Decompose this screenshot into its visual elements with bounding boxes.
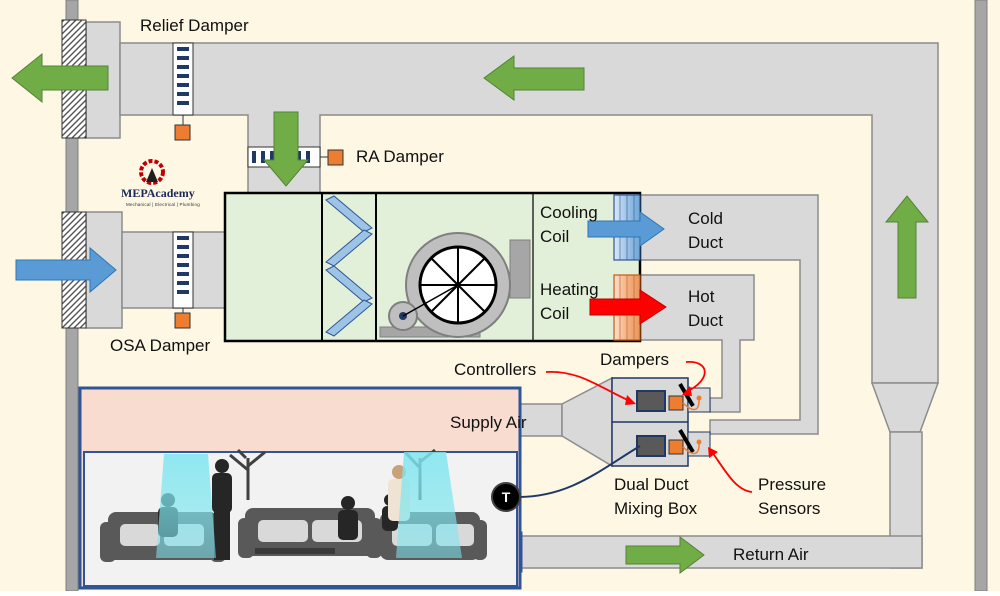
dampers-label: Dampers bbox=[600, 350, 669, 369]
filter-icon bbox=[325, 195, 373, 337]
pressure-sensors-label: Pressure Sensors bbox=[758, 475, 827, 518]
pressure-sensors-pointer bbox=[711, 451, 753, 493]
left-arrow-icon bbox=[11, 52, 109, 104]
down-arrow-icon bbox=[262, 111, 310, 187]
thermostat-label: T bbox=[501, 489, 511, 505]
right-wall bbox=[974, 0, 988, 592]
osa-damper bbox=[172, 231, 194, 329]
controllers-label: Controllers bbox=[454, 360, 537, 379]
supply-air-label: Supply Air bbox=[450, 413, 527, 432]
return-duct bbox=[519, 382, 940, 569]
dampers-pointer bbox=[685, 361, 706, 393]
hot-duct-label: Hot Duct bbox=[688, 287, 723, 330]
fan-icon bbox=[379, 232, 531, 338]
right-arrow-icon bbox=[587, 211, 665, 247]
right-arrow-icon bbox=[625, 536, 705, 574]
left-arrow-icon bbox=[483, 55, 585, 101]
gear-logo-icon bbox=[139, 159, 165, 185]
right-arrow-icon bbox=[589, 289, 667, 325]
osa-damper-label: OSA Damper bbox=[110, 336, 211, 355]
thermostat-icon bbox=[491, 482, 521, 512]
controllers-pointer bbox=[545, 371, 633, 403]
cold-duct bbox=[639, 194, 819, 435]
logo-name: MEPAcademy bbox=[121, 186, 195, 200]
relief-damper bbox=[172, 42, 194, 141]
heating-coil-label: Heating Coil bbox=[540, 280, 599, 323]
thermostat-wire bbox=[517, 445, 641, 498]
mixing-box-label: Dual Duct Mixing Box bbox=[614, 475, 698, 518]
up-arrow-icon bbox=[884, 195, 930, 299]
supply-airflow-right bbox=[396, 452, 462, 558]
cold-duct-label: Cold Duct bbox=[688, 209, 723, 252]
supply-airflow-left bbox=[156, 454, 216, 558]
cooling-coil-label: Cooling Coil bbox=[540, 203, 598, 246]
relief-damper-label: Relief Damper bbox=[140, 16, 249, 35]
right-arrow-icon bbox=[15, 246, 117, 294]
return-air-label: Return Air bbox=[733, 545, 809, 564]
ra-damper-label: RA Damper bbox=[356, 147, 444, 166]
logo-tagline: Mechanical | Electrical | Plumbing bbox=[126, 202, 200, 207]
occupied-room bbox=[78, 386, 522, 590]
